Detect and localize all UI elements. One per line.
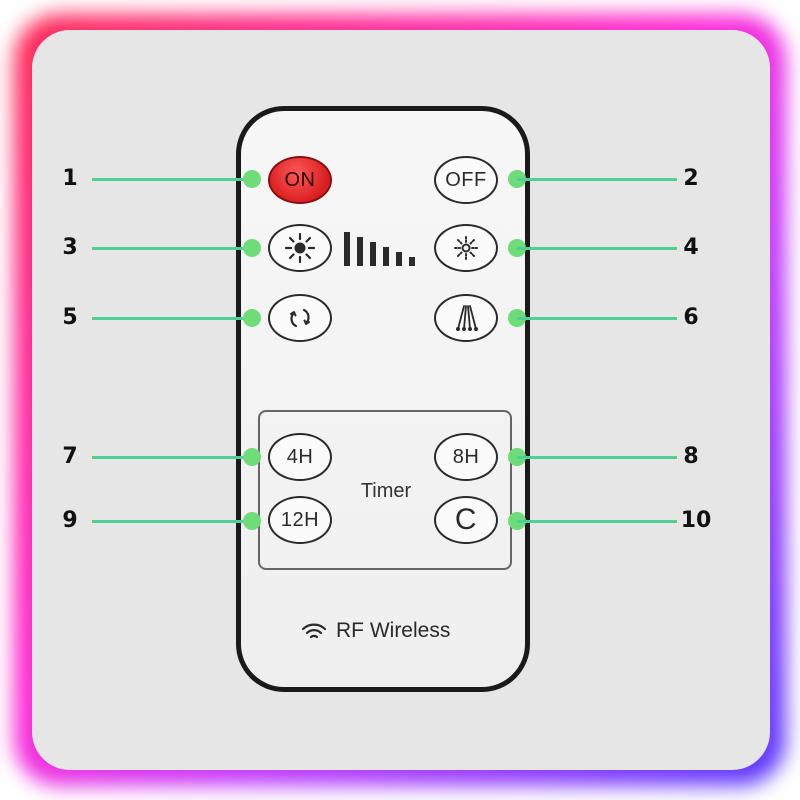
callout-line-4 [517,247,677,250]
brightness-down-button[interactable] [434,224,498,272]
callout-dot-5 [243,309,261,327]
brightness-level-bar [383,247,389,266]
timer-12h-label: 12H [280,508,320,531]
callout-line-5 [92,317,252,320]
brightness-level-bar [396,252,402,266]
timer-cancel-button[interactable]: C [434,496,498,544]
off-button[interactable]: OFF [434,156,498,204]
mode-button[interactable] [268,294,332,342]
wifi-icon [301,623,327,639]
timer-label: Timer [360,480,412,502]
callout-number-5: 5 [62,305,78,330]
on-button[interactable]: ON [268,156,332,204]
timer-4h-button[interactable]: 4H [268,433,332,481]
callout-dot-3 [243,239,261,257]
callout-line-1 [92,178,252,181]
timer-8h-label: 8H [452,445,480,468]
callout-dot-9 [243,512,261,530]
callout-line-7 [92,456,252,459]
timer-cancel-label: C [454,503,478,536]
on-button-label: ON [284,168,316,191]
callout-line-3 [92,247,252,250]
callout-number-6: 6 [683,305,699,330]
brightness-level-bar [370,242,376,266]
timer-8h-button[interactable]: 8H [434,433,498,481]
timer-4h-label: 4H [286,445,314,468]
callout-line-8 [517,456,677,459]
callout-dot-7 [243,448,261,466]
brightness-up-button[interactable] [268,224,332,272]
callout-number-8: 8 [683,444,699,469]
sun-large-icon [284,232,316,264]
brand-label-group: RF Wireless [300,618,490,644]
callout-line-2 [517,178,677,181]
callout-line-9 [92,520,252,523]
light-rays-icon [456,305,478,331]
off-button-label: OFF [445,168,487,191]
callout-number-9: 9 [62,508,78,533]
brightness-level-bar [344,232,350,266]
brightness-level-indicator [344,230,424,266]
callout-number-1: 1 [62,166,78,191]
brand-label: RF Wireless [336,619,451,642]
effect-button[interactable] [434,294,498,342]
callout-number-2: 2 [683,166,699,191]
rotate-arrows-icon [290,308,310,328]
callout-number-10: 10 [680,508,712,533]
callout-number-7: 7 [62,444,78,469]
callout-number-3: 3 [62,235,78,260]
timer-group [258,410,512,570]
callout-dot-1 [243,170,261,188]
brightness-level-bar [357,237,363,266]
remote-control [236,106,530,692]
callout-number-4: 4 [683,235,699,260]
sun-small-icon [454,236,478,260]
callout-line-10 [517,520,677,523]
timer-12h-button[interactable]: 12H [268,496,332,544]
brightness-level-bar [409,257,415,266]
callout-line-6 [517,317,677,320]
